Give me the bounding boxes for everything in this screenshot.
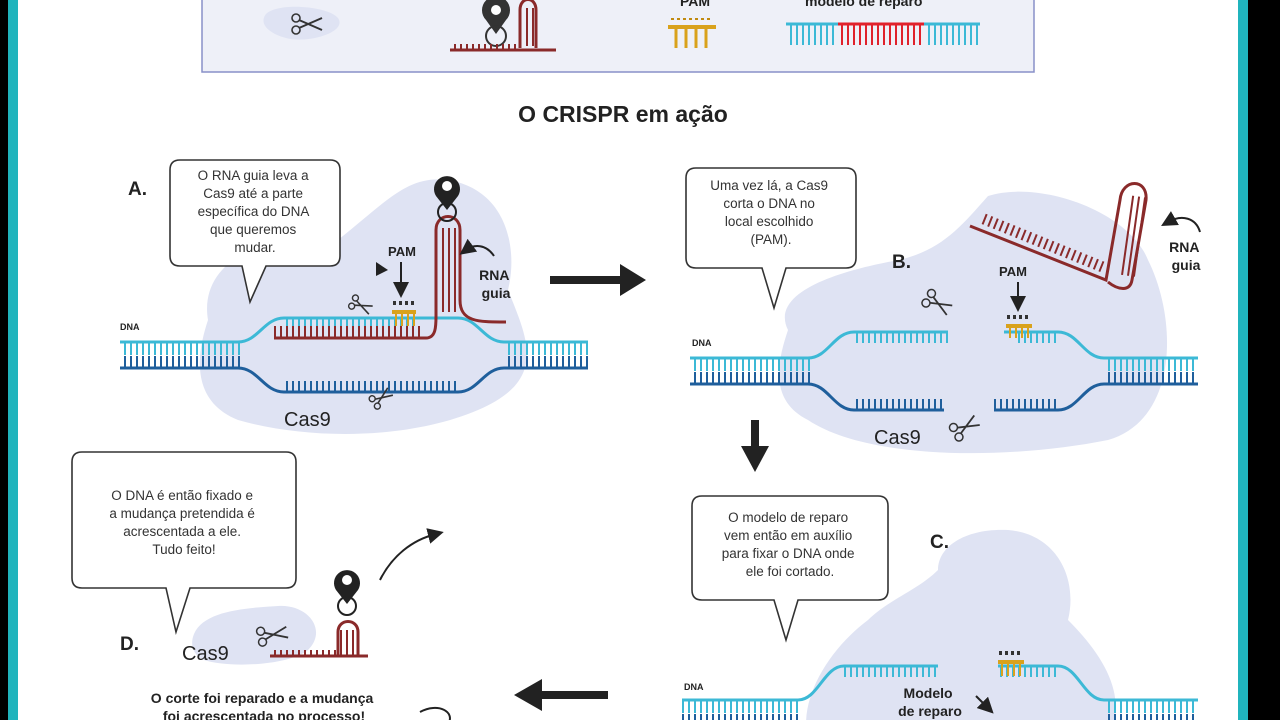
panel-c-letter: C. [930, 532, 949, 553]
infographic-panel: PAM modelo de reparo [8, 0, 1248, 720]
legend-repair-label: modelo de reparo [805, 0, 922, 9]
svg-text:Modelo de reparo: Modelo de reparo [898, 685, 962, 719]
speech-bubble-c: O modelo de reparo vem então em auxílio … [691, 495, 889, 643]
dna-strand-c [682, 651, 1198, 720]
scissors-icon [291, 13, 323, 35]
dna-strand-a [120, 301, 588, 394]
bubble-c-line-3: para fixar o DNA onde [722, 546, 855, 561]
dna-strand-b [690, 315, 1198, 412]
dna-label-a: DNA [120, 322, 140, 332]
svg-text:O corte foi reparado e a mudan: O corte foi reparado e a mudança foi acr… [151, 690, 377, 720]
cas9-label-b: Cas9 [874, 427, 921, 449]
panel-b-letter: B. [892, 252, 911, 273]
arrow-left-icon [514, 679, 608, 711]
guide-rna-b [969, 182, 1149, 290]
bubble-b-line-4: (PAM). [751, 232, 792, 247]
cas9-protein-d [192, 605, 317, 665]
location-pin-icon [434, 176, 461, 210]
legend-repair-template: modelo de reparo [786, 0, 980, 45]
scissors-icon [255, 625, 289, 647]
dna-label-c: DNA [684, 682, 704, 692]
dna-label-b: DNA [692, 338, 712, 348]
speech-bubble-b: Uma vez lá, a Cas9 corta o DNA no local … [685, 167, 857, 311]
bubble-b-line-3: local escolhido [725, 214, 814, 229]
scissors-icon [347, 294, 373, 315]
bubble-c-line-4: ele foi cortado. [746, 564, 835, 579]
bubble-d-line-4: Tudo feito! [152, 542, 215, 557]
panel-d: O DNA é então fixado e a mudança pretend… [71, 451, 451, 720]
legend-pam: PAM [668, 0, 716, 48]
legend-box: PAM modelo de reparo [201, 0, 1035, 73]
scissors-icon [948, 414, 980, 442]
svg-text:RNA guia: RNA guia [479, 267, 513, 301]
panel-c: O modelo de reparo vem então em auxílio … [682, 495, 1198, 720]
svg-text:Uma vez lá, a Cas9: Uma vez lá, a Cas9 corta o DNA no local … [710, 178, 832, 247]
panel-b: Uma vez lá, a Cas9 corta o DNA no local … [685, 167, 1203, 454]
bubble-a-line-2: Cas9 até a parte [203, 186, 303, 201]
bubble-d-line-1: O DNA é então fixado e [111, 488, 253, 503]
repair-label-c-2: de reparo [898, 703, 962, 719]
panel-d-letter: D. [120, 634, 139, 655]
legend-guide-rna [450, 0, 556, 52]
cas9-label-d: Cas9 [182, 643, 229, 665]
guide-rna-d [270, 570, 368, 658]
arrow-right-icon [550, 264, 646, 296]
bubble-b-line-1: Uma vez lá, a Cas9 [710, 178, 828, 193]
bubble-a-line-1: O RNA guia leva a [198, 168, 310, 183]
bubble-a-line-5: mudar. [234, 240, 275, 255]
cas9-label-a: Cas9 [284, 409, 331, 431]
bubble-a-line-4: que queremos [210, 222, 297, 237]
svg-text:RNA guia: RNA guia [1169, 239, 1203, 273]
rna-label-b-1: RNA [1169, 239, 1199, 255]
scissors-icon [921, 288, 953, 316]
svg-text:O RNA guia leva a: O RNA guia leva a Cas9 até a parte espec… [198, 168, 313, 255]
legend-cas9-blob [263, 6, 340, 40]
panel-a: A. O RNA guia leva a Cas9 até a parte es… [120, 159, 588, 434]
rna-label-a-1: RNA [479, 267, 509, 283]
bubble-d-line-3: acrescentada a ele. [123, 524, 241, 539]
caption-d-line-1: O corte foi reparado e a mudança [151, 690, 374, 706]
bubble-b-line-2: corta o DNA no [723, 196, 815, 211]
crispr-diagram: PAM modelo de reparo [71, 0, 1203, 720]
bubble-d-line-2: a mudança pretendida é [109, 506, 255, 521]
arrow-down-icon [741, 420, 769, 472]
rna-label-b-2: guia [1172, 257, 1201, 273]
svg-text:O modelo de reparo: O modelo de reparo vem então em auxílio … [722, 510, 859, 579]
scissors-icon [368, 387, 394, 410]
legend-pam-label: PAM [680, 0, 710, 9]
pam-label-a: PAM [388, 244, 416, 259]
location-pin-icon [333, 570, 360, 604]
panel-a-letter: A. [128, 179, 147, 200]
bubble-c-line-1: O modelo de reparo [728, 510, 848, 525]
bubble-a-line-3: específica do DNA [198, 204, 310, 219]
svg-text:O DNA é então fixado e: O DNA é então fixado e a mudança pretend… [109, 488, 258, 557]
bubble-c-line-2: vem então em auxílio [724, 528, 852, 543]
speech-bubble-d: O DNA é então fixado e a mudança pretend… [71, 451, 297, 636]
location-pin-icon [482, 0, 510, 34]
rna-label-a-2: guia [482, 285, 511, 301]
repair-label-c-1: Modelo [904, 685, 953, 701]
guide-rna-a [274, 176, 507, 340]
page-title: O CRISPR em ação [518, 101, 728, 127]
speech-bubble-a: O RNA guia leva a Cas9 até a parte espec… [169, 159, 341, 305]
pam-label-b: PAM [999, 264, 1027, 279]
caption-d-line-2: foi acrescentada no processo! [163, 708, 365, 720]
